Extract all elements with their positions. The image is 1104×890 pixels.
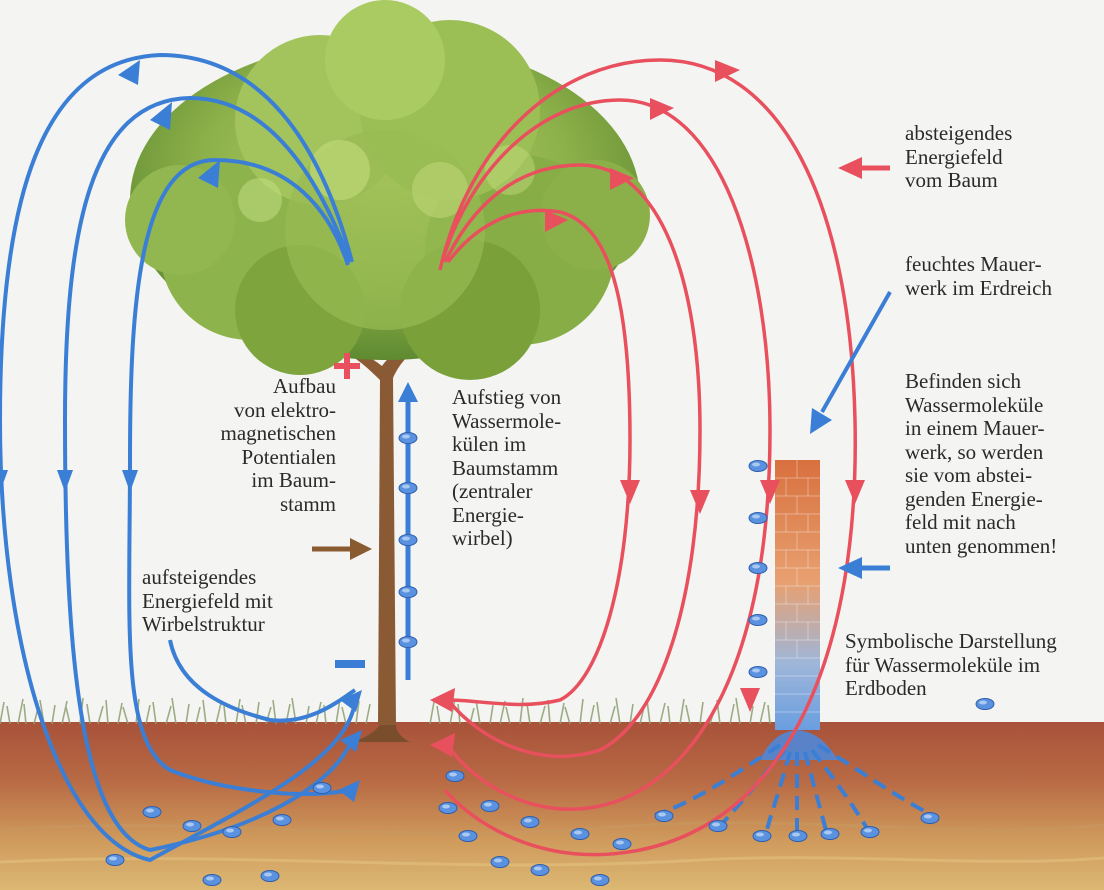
- explanation-pointer-head: [838, 557, 862, 579]
- descending-field-lines: [438, 58, 857, 857]
- label-descending-field: absteigendes Energiefeld vom Baum: [905, 121, 1013, 192]
- soil-stratum-line: [0, 856, 1104, 867]
- label-moist-masonry: feuchtes Mauer- werk im Erdreich: [905, 252, 1052, 300]
- descending-field-pointer-head: [838, 157, 862, 179]
- label-ascending-field: aufsteigendes Energiefeld mit Wirbelstru…: [142, 565, 273, 636]
- masonry-pointer: [820, 291, 892, 413]
- label-potential-buildup: Aufbau von elektro- magnetischen Potenti…: [220, 374, 336, 516]
- minus-icon: [335, 660, 365, 668]
- descending-field-arrows: [430, 60, 865, 757]
- label-masonry-explanation: Befinden sich Wassermoleküle in einem Ma…: [905, 369, 1058, 558]
- tree-roots: [350, 725, 410, 742]
- ascending-field-lines: [0, 52, 357, 863]
- tree-crown: [125, 0, 650, 380]
- label-water-symbol: Symbolische Darstellung für Wassermolekü…: [845, 629, 1057, 700]
- masonry-pointer-head: [810, 408, 832, 434]
- label-water-ascent: Aufstieg von Wassermole- külen im Baumst…: [452, 385, 562, 550]
- soil-layer: [0, 722, 1104, 890]
- water-ascent-arrow-head: [398, 382, 418, 402]
- masonry-wall: [760, 460, 838, 760]
- tree-trunk: [330, 336, 428, 725]
- ascending-field-arrows: [0, 60, 362, 802]
- trunk-pointer-arrow-head: [350, 538, 372, 560]
